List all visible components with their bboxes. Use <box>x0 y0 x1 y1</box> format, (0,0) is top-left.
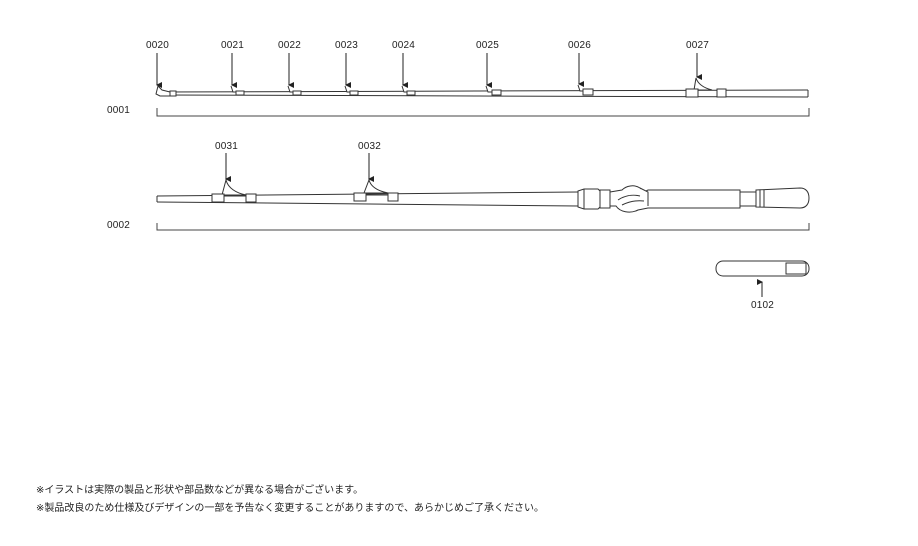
reel-seat-and-handle <box>577 185 810 213</box>
small-guides <box>230 84 594 96</box>
label-cap: 0102 <box>751 300 775 311</box>
guide-0027 <box>685 77 727 98</box>
rod-cap <box>715 260 810 277</box>
callout-label: 0031 <box>215 141 239 152</box>
top-section-bracket <box>156 108 810 117</box>
label-butt-section: 0002 <box>107 220 131 231</box>
guide-0024 <box>401 85 416 96</box>
callout-arrows-top <box>156 53 702 88</box>
callout-label: 0025 <box>476 40 500 51</box>
disclaimer-note: ※製品改良のため仕様及びデザインの一部を予告なく変更することがありますので、あら… <box>36 503 544 514</box>
guide-0022 <box>287 85 302 96</box>
butt-section-bracket <box>156 223 810 231</box>
callout-label: 0026 <box>568 40 592 51</box>
callout-label: 0021 <box>221 40 245 51</box>
disclaimer-note: ※イラストは実際の製品と形状や部品数などが異なる場合がございます。 <box>36 485 364 496</box>
callout-label: 0032 <box>358 141 382 152</box>
guide-0025 <box>485 85 502 96</box>
guide-0026 <box>577 84 594 96</box>
callout-label: 0024 <box>392 40 416 51</box>
callout-label: 0027 <box>686 40 710 51</box>
guide-0032 <box>353 178 399 202</box>
callout-arrows-butt <box>225 153 374 182</box>
callout-label: 0020 <box>146 40 170 51</box>
guide-0031 <box>211 178 257 203</box>
top-section-blank <box>159 89 809 98</box>
callout-label: 0022 <box>278 40 302 51</box>
guide-0023 <box>344 85 359 96</box>
callout-label: 0023 <box>335 40 359 51</box>
label-top-section: 0001 <box>107 105 131 116</box>
guide-0021 <box>230 85 245 96</box>
tip-top-guide <box>155 85 177 97</box>
